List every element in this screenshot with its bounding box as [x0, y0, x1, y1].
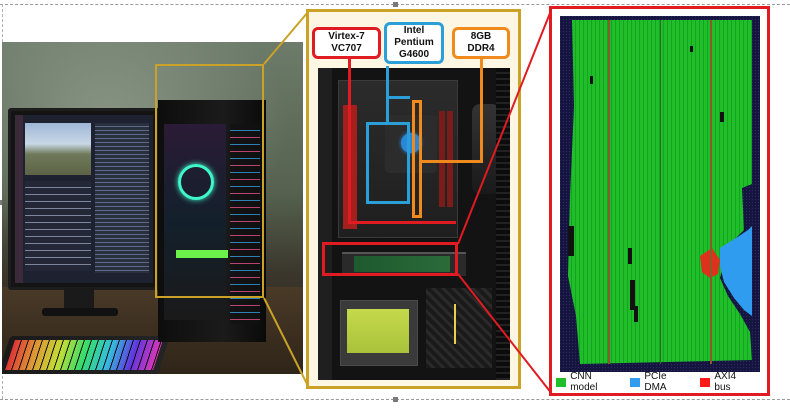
floorplan-column-divider [660, 20, 661, 364]
case-rail-left [318, 68, 332, 380]
fpga-highlight-box [322, 242, 458, 276]
legend-item-cnn-model: CNN model [556, 371, 618, 393]
fpga-leader-line [348, 58, 358, 224]
monitor-stand-base [42, 308, 118, 316]
power-supply [340, 300, 418, 366]
floorplan-column-divider [608, 20, 610, 364]
legend-label: AXI4 bus [714, 371, 737, 393]
tower-highlight-box [155, 64, 264, 298]
screen-file-window [25, 181, 91, 271]
fpga-callout: Virtex-7 VC707 [312, 27, 381, 59]
cable-bundle [426, 288, 492, 368]
rgb-keyboard [2, 336, 171, 374]
cpu-callout: Intel Pentium G4600 [384, 22, 444, 64]
motherboard [338, 80, 458, 238]
fpga-leader-line [348, 221, 456, 224]
tower-front-mesh [230, 124, 260, 324]
resize-handle-bottom[interactable] [393, 397, 398, 402]
workstation-photo [2, 42, 303, 374]
fpga-pcie-card [354, 256, 450, 272]
floorplan-block [628, 248, 632, 264]
screen-dock [15, 115, 23, 283]
legend-item-axi4-bus: AXI4 bus [700, 371, 752, 393]
yellow-cable [454, 304, 456, 344]
cpu-leader-line [386, 96, 410, 99]
floorplan-block [690, 46, 693, 52]
ram-highlight-box [412, 100, 422, 218]
floorplan-block [634, 306, 638, 322]
floorplan-legend: CNN model PCIe DMA AXI4 bus [556, 371, 764, 393]
floorplan-block [590, 76, 593, 84]
ram-stick [439, 111, 445, 207]
ram-leader-line [480, 58, 483, 163]
cpu-leader-line [386, 66, 389, 124]
legend-swatch [556, 377, 567, 387]
legend-swatch [700, 377, 711, 387]
screen-code-window [95, 123, 149, 273]
legend-label: CNN model [570, 371, 598, 393]
keyboard-keys [5, 340, 163, 370]
resize-handle-top[interactable] [393, 2, 398, 7]
fpga-board-glow [176, 250, 228, 258]
cpu-highlight-box [366, 122, 410, 204]
pcie-slot [342, 252, 466, 276]
floorplan-block [568, 226, 574, 256]
legend-item-pcie-dma: PCIe DMA [630, 371, 688, 393]
legend-label: PCIe DMA [644, 371, 667, 393]
pc-tower [158, 100, 266, 342]
monitor-stand [64, 288, 94, 310]
tower-glass-panel [164, 124, 228, 320]
floorplan-column-divider [710, 20, 712, 364]
ram-stick [447, 111, 453, 207]
floorplan-block [630, 280, 635, 310]
ram-callout: 8GB DDR4 [452, 27, 510, 59]
screen-video-window [25, 123, 91, 175]
legend-swatch [630, 377, 641, 387]
pcie-dma-region [720, 226, 752, 316]
psu-label [347, 309, 409, 353]
monitor [8, 108, 160, 290]
ram-leader-line [420, 160, 482, 163]
case-rail-right [496, 68, 510, 380]
floorplan-block [720, 112, 724, 122]
monitor-screen [15, 115, 153, 283]
rgb-fan-icon [178, 164, 214, 200]
cpu-fan-icon [401, 133, 421, 153]
fpga-floorplan-image [560, 16, 760, 372]
